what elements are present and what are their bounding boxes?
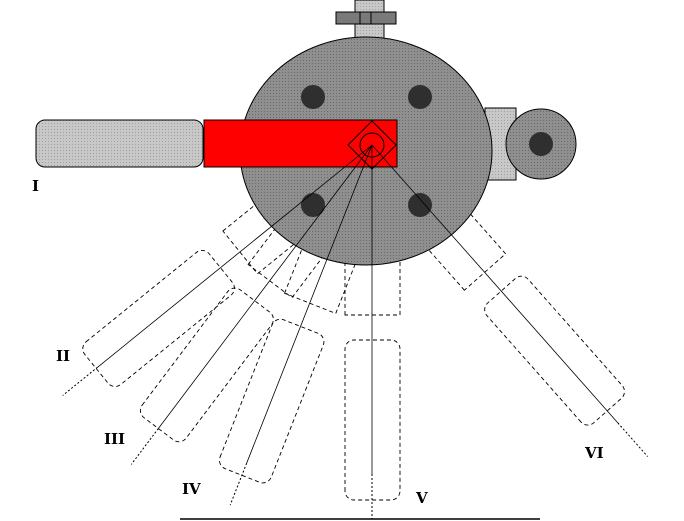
ghost-lever [283,111,408,315]
position-label-II: II [56,347,70,365]
position-label-V: V [415,489,428,507]
ghost-grip [82,249,235,387]
ray-IV [246,144,373,464]
ghost-lever [334,107,507,291]
ray-II [97,144,373,368]
bolt-top-left [301,85,325,109]
ghost-grip [139,287,274,443]
ghost-grip [218,318,325,484]
top-nut [335,11,397,25]
position-label-VI: VI [584,444,604,462]
position-label-I: I [32,177,39,195]
ray-extension-II [62,366,98,396]
ray-extension-III [130,428,159,465]
right-lug-bolt [529,132,553,156]
ray-extension-IV [229,463,248,506]
ghost-handle-III [139,108,411,443]
bolt-bottom-left [301,193,325,217]
ray-VI [371,144,619,424]
handle-grip[interactable] [35,119,204,168]
ghost-handle-VI [334,107,625,426]
ghost-lever [247,108,411,299]
position-label-IV: IV [182,480,201,498]
bolt-top-right [408,85,432,109]
handle-lever[interactable] [203,119,398,168]
ghost-lever [344,119,401,316]
position-rays [62,144,649,519]
ray-extension-VI [617,422,649,457]
ray-III [158,144,373,429]
ghost-lever [222,107,410,275]
bolt-bottom-right [408,193,432,217]
position-label-III: III [104,430,125,448]
ghost-grip [484,275,625,426]
